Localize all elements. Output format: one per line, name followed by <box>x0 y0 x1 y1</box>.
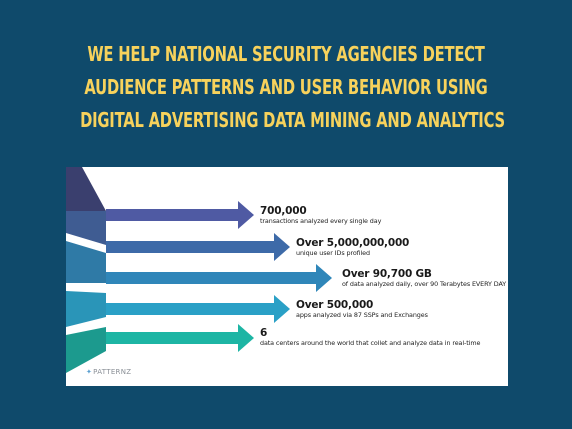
stat-1: 700,000 transactions analyzed every sing… <box>260 205 381 225</box>
arrow-4 <box>106 295 290 323</box>
stat-4: Over 500,000 apps analyzed via 87 SSPs a… <box>296 299 428 319</box>
logo-mark-icon: ✦ <box>86 368 93 376</box>
funnel-arrows-graphic <box>66 167 332 373</box>
arrow-2 <box>106 233 290 261</box>
patternz-logo: ✦PATTERNZ <box>86 368 131 376</box>
stat-description: apps analyzed via 87 SSPs and Exchanges <box>296 311 428 319</box>
funnel-band-3 <box>66 241 106 283</box>
stat-value: 6 <box>260 327 268 339</box>
headline-line-1: WE HELP NATIONAL SECURITY AGENCIES DETEC… <box>87 42 485 66</box>
stat-description: of data analyzed daily, over 90 Terabyte… <box>342 280 507 288</box>
arrow-1 <box>106 201 254 229</box>
arrow-5 <box>106 324 254 352</box>
stat-value: Over 5,000,000,000 <box>296 237 410 249</box>
funnel-band-2 <box>66 211 106 245</box>
infographic-card: 700,000 transactions analyzed every sing… <box>66 167 508 386</box>
stat-value: Over 500,000 <box>296 299 374 311</box>
stat-3: Over 90,700 GB of data analyzed daily, o… <box>342 268 506 288</box>
arrow-3 <box>106 264 332 292</box>
logo-text: PATTERNZ <box>93 368 132 376</box>
headline-line-3: DIGITAL ADVERTISING DATA MINING AND ANAL… <box>80 108 505 132</box>
stat-description: transactions analyzed every single day <box>260 217 382 225</box>
stat-value: 700,000 <box>260 205 307 217</box>
stat-value: Over 90,700 GB <box>342 268 432 280</box>
headline: WE HELP NATIONAL SECURITY AGENCIES DETEC… <box>80 38 505 137</box>
headline-line-2: AUDIENCE PATTERNS AND USER BEHAVIOR USIN… <box>84 75 488 99</box>
stat-2: Over 5,000,000,000 unique user IDs profi… <box>296 237 409 257</box>
funnel-band-4 <box>66 291 106 327</box>
stat-description: data centers around the world that colle… <box>260 339 481 347</box>
funnel-band-5 <box>66 327 106 373</box>
stat-5: 6 data centers around the world that col… <box>260 327 480 347</box>
funnel-band-1 <box>66 167 106 211</box>
stat-description: unique user IDs profiled <box>296 249 370 257</box>
